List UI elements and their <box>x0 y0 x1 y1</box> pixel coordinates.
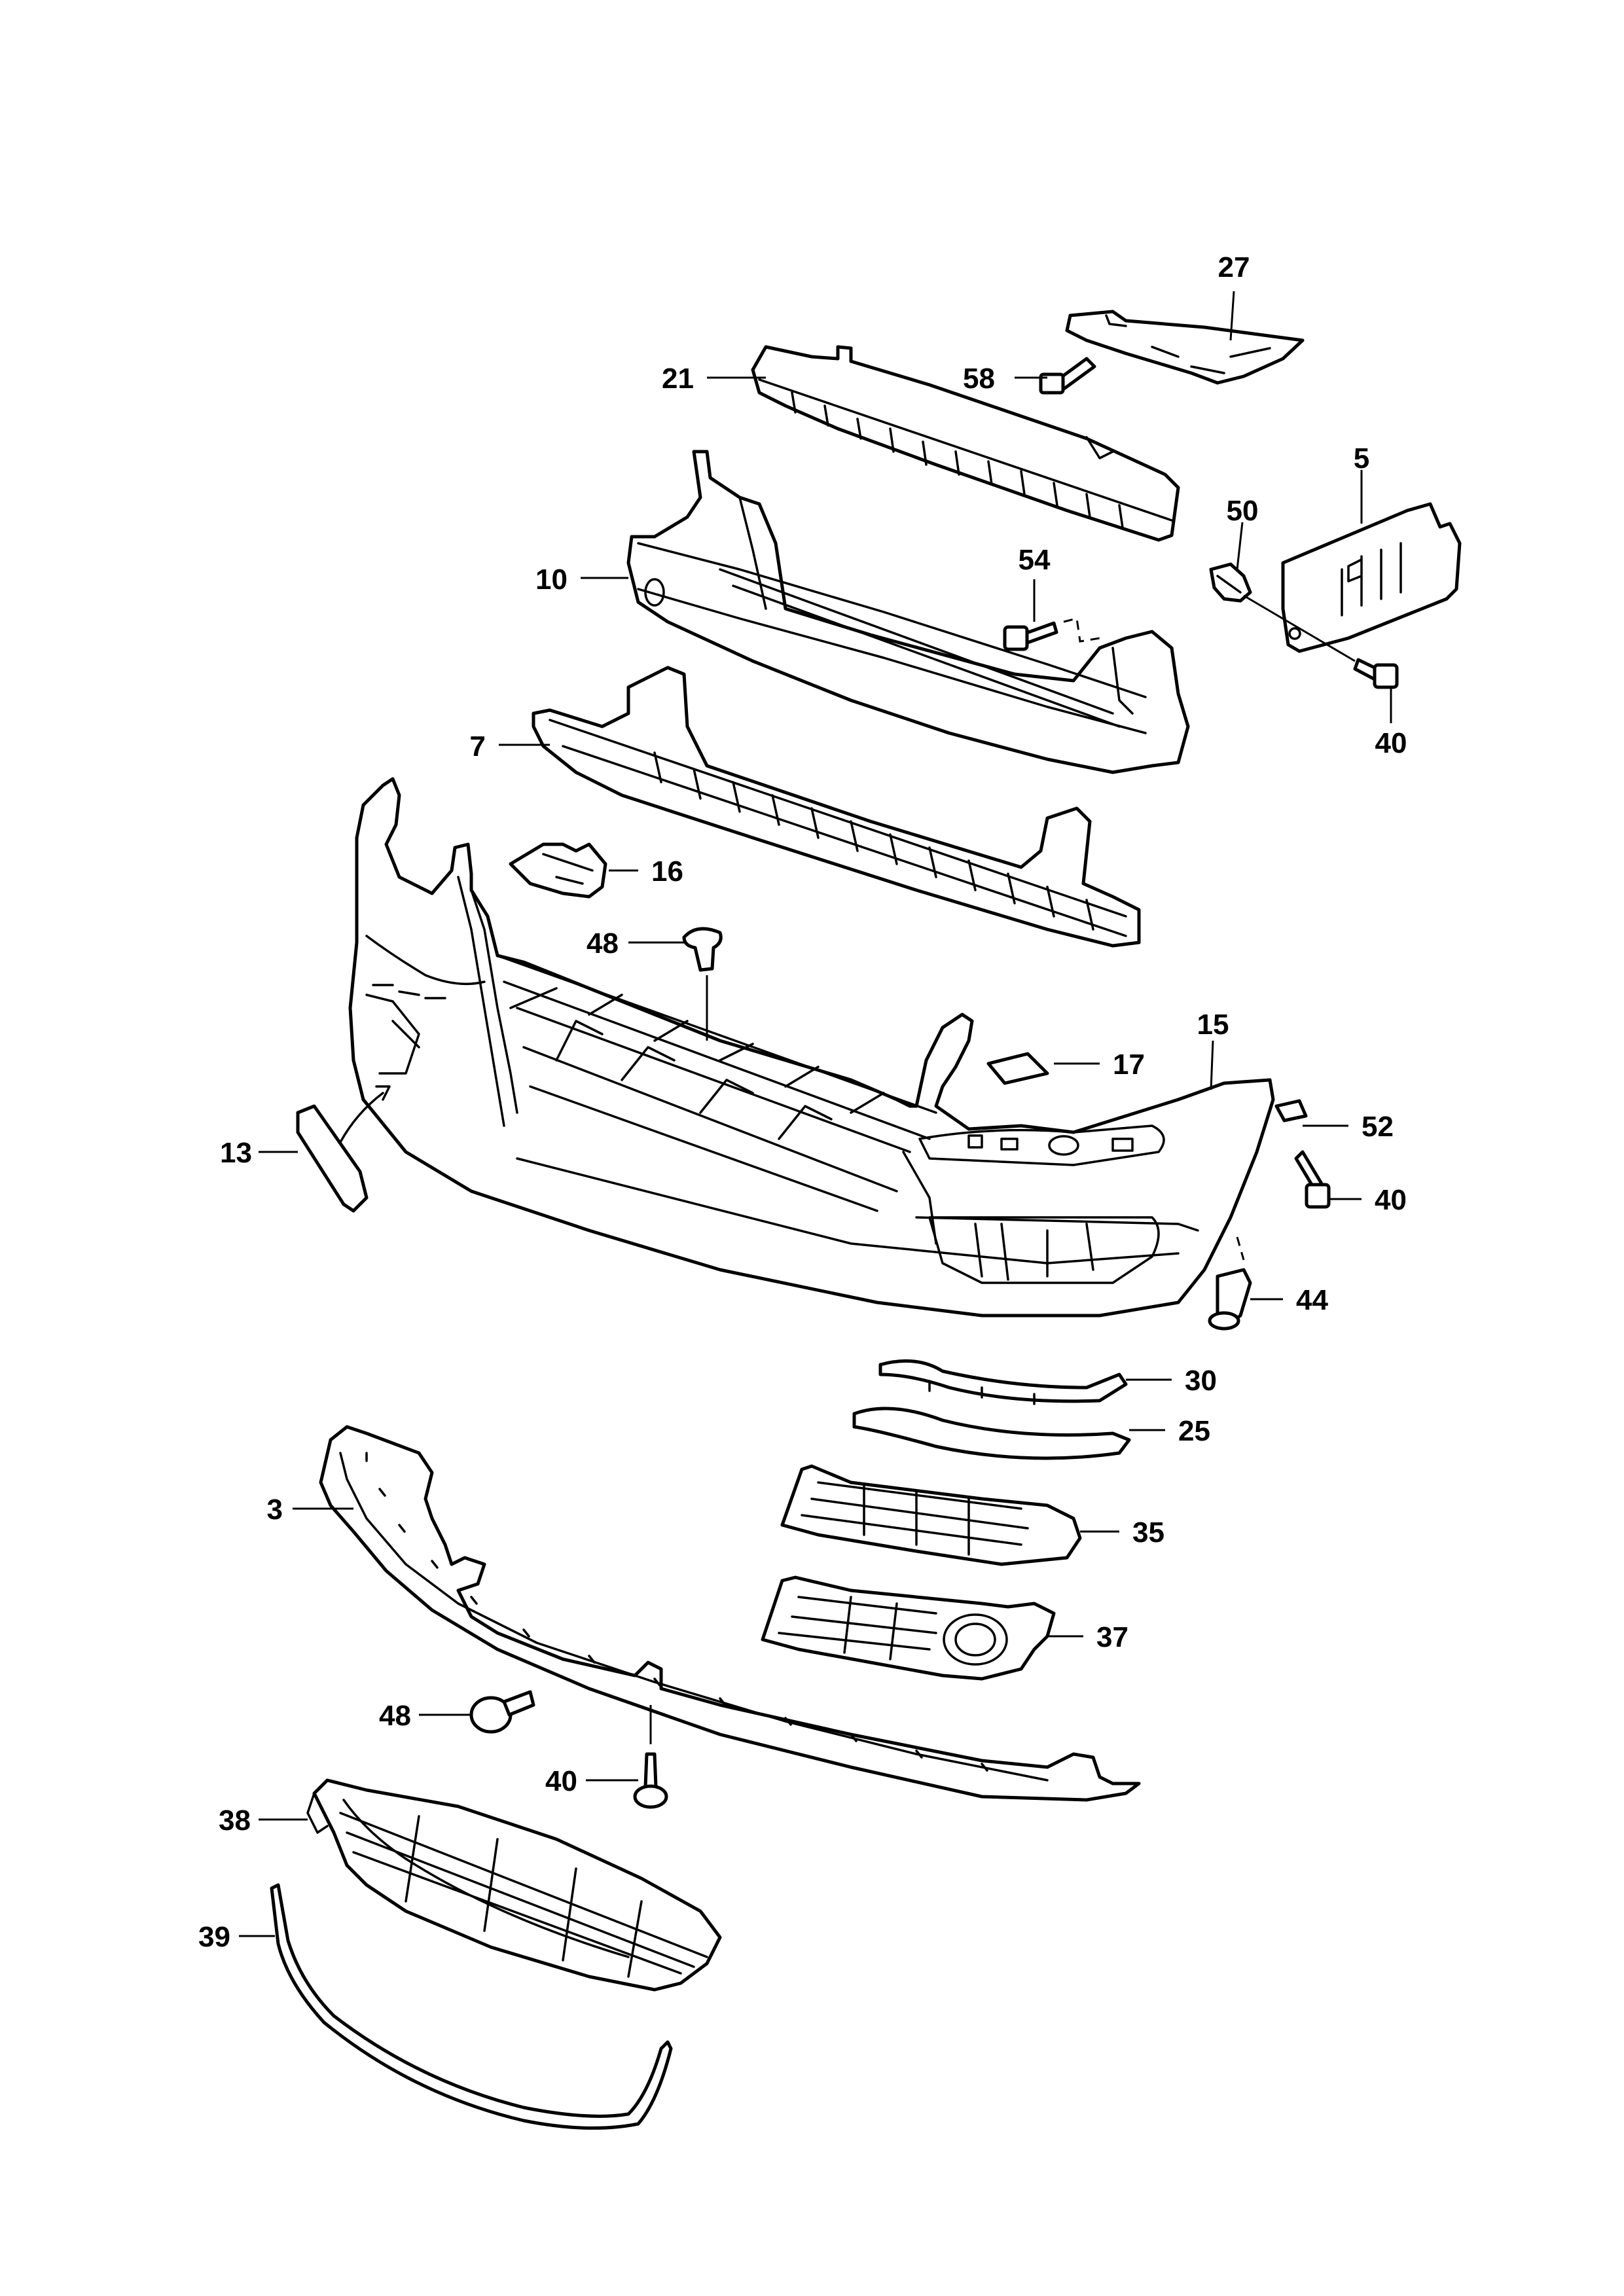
callout-40-upper: 40 <box>1375 727 1407 759</box>
callout-21: 21 <box>662 363 694 395</box>
callout-3: 3 <box>267 1494 283 1526</box>
callout-13: 13 <box>220 1137 252 1169</box>
part-39-seal <box>270 1883 673 2130</box>
part-48-screw-lower <box>469 1690 535 1734</box>
part-27-bracket <box>1065 310 1305 385</box>
part-5-side-bracket <box>1281 502 1462 653</box>
part-37-fog-grille <box>761 1575 1056 1681</box>
part-48-screw-upper <box>682 927 723 972</box>
callout-40-right: 40 <box>1375 1184 1407 1216</box>
part-44-clip <box>1208 1236 1252 1331</box>
callout-48-upper: 48 <box>586 927 619 960</box>
callout-48-lower: 48 <box>379 1700 411 1732</box>
part-25-trim <box>852 1407 1131 1460</box>
callout-7: 7 <box>470 730 486 762</box>
callout-16: 16 <box>651 855 683 888</box>
part-35-grille <box>780 1464 1082 1566</box>
part-7-absorber <box>532 666 1141 948</box>
callout-30: 30 <box>1185 1365 1217 1397</box>
part-54-bolt <box>1003 617 1100 651</box>
callout-58: 58 <box>963 363 995 395</box>
callout-17: 17 <box>1113 1049 1145 1081</box>
callout-38: 38 <box>219 1804 251 1837</box>
part-21-absorber <box>751 345 1180 542</box>
callout-37: 37 <box>1096 1621 1128 1653</box>
part-40-screw-upper <box>1243 594 1399 689</box>
callout-25: 25 <box>1178 1415 1210 1447</box>
callout-44: 44 <box>1296 1284 1328 1316</box>
callout-10: 10 <box>535 564 568 596</box>
callout-5: 5 <box>1354 442 1369 475</box>
callout-52: 52 <box>1362 1111 1394 1143</box>
part-15-bumper-cover <box>348 777 1275 1318</box>
callout-50: 50 <box>1227 495 1259 527</box>
callout-54: 54 <box>1019 544 1051 576</box>
callout-15: 15 <box>1197 1009 1229 1041</box>
callout-39: 39 <box>198 1921 230 1953</box>
part-17-pad <box>986 1052 1049 1085</box>
part-38-lower-grille <box>306 1778 722 1992</box>
part-10-carrier <box>626 450 1190 774</box>
part-40-screw-lower <box>633 1705 668 1809</box>
part-13-cap <box>296 1085 391 1213</box>
callout-40-lower: 40 <box>545 1765 577 1797</box>
callout-27: 27 <box>1218 251 1250 283</box>
part-30-trim <box>878 1359 1128 1405</box>
callout-35: 35 <box>1132 1516 1164 1549</box>
part-58-screw <box>1039 357 1096 395</box>
part-40-screw-right <box>1294 1150 1331 1209</box>
part-3-spoiler <box>319 1425 1141 1802</box>
leader-lines <box>239 291 1392 1937</box>
part-16-bracket <box>509 842 607 899</box>
part-52-nut <box>1274 1099 1308 1122</box>
